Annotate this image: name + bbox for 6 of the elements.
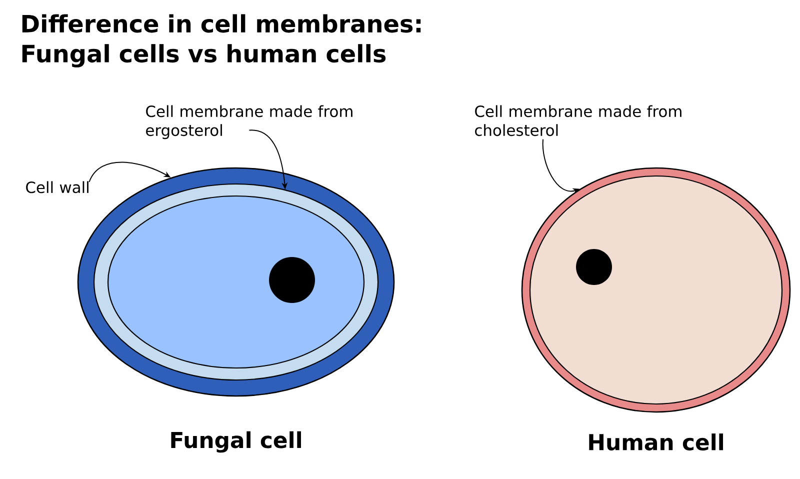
callout-text: Cell membrane made from cholesterol [475, 105, 682, 136]
callout-text: Cell wall [26, 181, 88, 194]
callout-text: Cell membrane made from ergosterol [146, 105, 352, 140]
title: Difference in cell membranes: Fungal cells vs human cells [22, 14, 421, 68]
cell-heading: Fungal cell [171, 431, 301, 453]
cell-heading: Human cell [589, 434, 724, 450]
